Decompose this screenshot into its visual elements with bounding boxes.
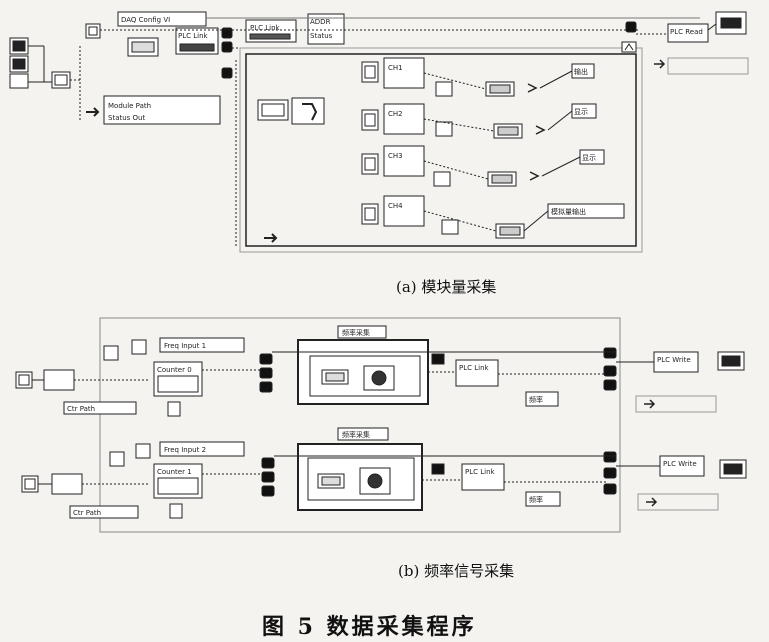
arrow-icon: [654, 59, 666, 69]
calc-2-label: 频率: [529, 495, 543, 504]
freq-in-2-label: Freq Input 2: [164, 446, 206, 454]
output-2-label: 显示: [574, 108, 588, 116]
daq-config-vi: [117, 11, 207, 27]
constant-node: [85, 23, 101, 39]
panel-b-frame: [99, 317, 621, 533]
ch3-label: CH3: [388, 152, 403, 160]
path-2-label: Ctr Path: [73, 509, 101, 517]
wire-terminal: [221, 41, 233, 53]
ch2-label: CH2: [388, 110, 403, 118]
arrow-icon: [644, 399, 656, 409]
caption-a: (a) 模块量采集: [396, 278, 497, 296]
counter-subvi-1: [43, 369, 75, 391]
plc-write-2-label: PLC Write: [663, 460, 697, 468]
daq-config-label: DAQ Config VI: [121, 16, 170, 24]
arrow-icon: [264, 233, 278, 243]
freq-label-2: [159, 441, 245, 457]
plc-read-block: [667, 23, 709, 43]
output-4-label: 模拟量输出: [551, 207, 586, 216]
status-out-label: Status Out: [108, 114, 145, 122]
plc-1-label: PLC Link: [459, 364, 490, 372]
output-3-label: 显示: [582, 154, 596, 162]
ch4-label: CH4: [388, 202, 403, 210]
counter-2-label: Counter 1: [157, 468, 192, 476]
plc-read-label: PLC Read: [670, 28, 703, 36]
figure-title: 图 5 数据采集程序: [262, 614, 477, 640]
addr-label: ADDR: [310, 18, 331, 26]
plc-link-b1: [455, 359, 499, 387]
path-1-label: Ctr Path: [67, 405, 95, 413]
calc-1-label: 频率: [529, 395, 543, 404]
error-out-1: [635, 395, 717, 413]
module-path-box: [103, 95, 221, 125]
caption-b: (b) 频率信号采集: [398, 562, 515, 580]
channel-4: CH4 模拟量输出: [361, 195, 625, 239]
arrow-icon: [86, 107, 100, 117]
close-terminal: [621, 41, 637, 53]
loop-iteration-node: [291, 97, 325, 125]
plc-link-label-2: PLC Link: [250, 24, 281, 32]
addr-block: [307, 13, 345, 45]
output-1-label: 输出: [574, 67, 588, 76]
channel-2: CH2 显示: [361, 103, 597, 139]
path-box-2: [69, 505, 139, 519]
wire-terminal: [625, 21, 637, 33]
channel-1: CH1 输出: [361, 57, 595, 97]
seq-2-label: 频率采集: [342, 430, 370, 439]
error-out-2: [637, 493, 719, 511]
freq-in-1-label: Freq Input 1: [164, 342, 206, 350]
counter-subvi-2: [51, 473, 83, 495]
counter-1-label: Counter 0: [157, 366, 192, 374]
status-label: Status: [310, 32, 333, 40]
seq-1-label: 频率采集: [342, 328, 370, 337]
plc-link-label: PLC Link: [178, 32, 209, 40]
wire-terminal: [221, 27, 233, 39]
plc-write-1-label: PLC Write: [657, 356, 691, 364]
panel-a-module-acquisition: DAQ Config VI PLC Link PLC Link ADDR Sta…: [9, 11, 749, 253]
input-terminal: [9, 73, 29, 89]
wire-terminal: [221, 67, 233, 79]
panel-b-frequency-acquisition: Freq Input 1 Counter 0 Ctr Path 频率采集 PLC…: [15, 317, 747, 533]
path-box-1: [63, 401, 137, 415]
freq-label-1: [159, 337, 245, 353]
arrow-icon: [646, 497, 658, 507]
plc-2-label: PLC Link: [465, 468, 496, 476]
plc-link-b2: [461, 463, 505, 491]
while-loop-frame: [245, 53, 637, 247]
path-label: Module Path: [108, 102, 151, 110]
channel-3: CH3 显示: [361, 145, 605, 187]
ch1-label: CH1: [388, 64, 403, 72]
